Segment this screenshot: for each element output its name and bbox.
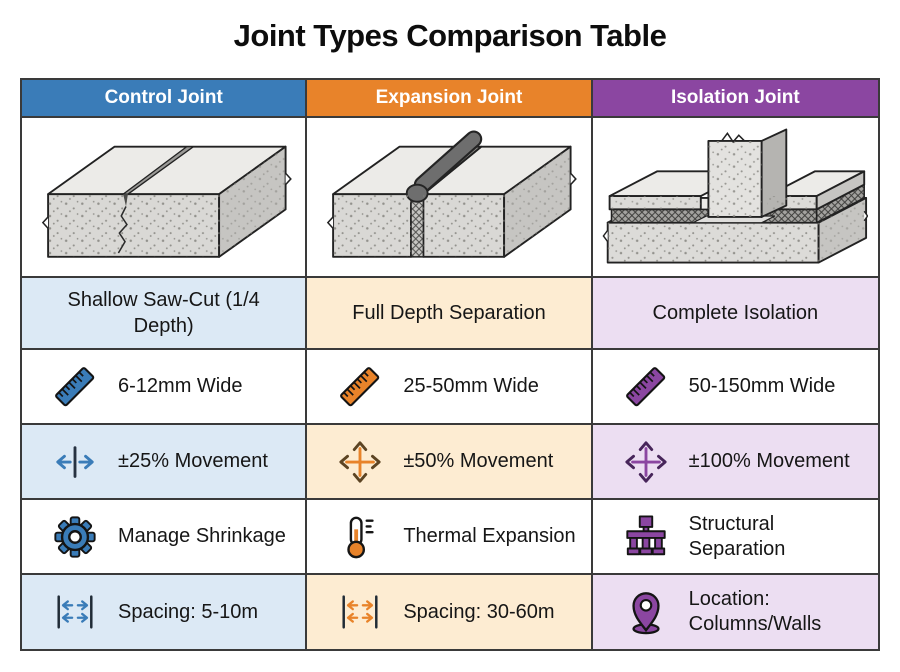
control-movement-cell: ±25% Movement [22,425,308,500]
gear-icon [54,515,96,558]
move-4way-icon [625,440,667,483]
expansion-function-cell: Thermal Expansion [307,500,593,575]
width-text: 50-150mm Wide [688,375,836,397]
movement-text: ±25% Movement [118,450,268,472]
move-horizontal-icon [56,445,94,478]
location-text: Location: Columns/Walls [688,588,822,635]
location-pin-icon [632,592,660,635]
joint-types-table: Control Joint Expansion Joint Isolation … [20,78,880,651]
structure-foundation-icon [626,514,666,555]
header-expansion-joint: Expansion Joint [307,80,593,118]
column-isolation-slab-diagram [602,128,869,264]
isolation-location-cell: Location: Columns/Walls [592,575,878,649]
expansion-spacing-cell: Spacing: 30-60m [307,575,593,649]
spacing-text: Spacing: 5-10m [118,600,259,623]
isolation-joint-illustration [592,118,878,278]
description-text: Complete Isolation [652,302,819,324]
ruler-icon [340,366,380,406]
expansion-width-cell: 25-50mm Wide [307,350,593,425]
header-label: Control Joint [104,87,223,108]
full-depth-sealant-slab-diagram [326,130,577,258]
control-spacing-cell: Spacing: 5-10m [22,575,308,649]
ruler-icon [625,366,665,406]
function-text: Structural Separation [688,512,786,560]
expansion-movement-cell: ±50% Movement [307,425,593,500]
thermometer-icon [347,516,374,558]
spacing-range-icon [57,595,93,629]
description-text: Shallow Saw-Cut (1/4 Depth) [67,289,260,337]
header-isolation-joint: Isolation Joint [592,80,878,118]
ruler-icon [55,366,95,406]
move-4way-icon [339,440,381,483]
header-label: Expansion Joint [375,87,523,108]
movement-text: ±50% Movement [403,450,554,472]
function-text: Thermal Expansion [403,525,576,547]
sawcut-crack-slab-diagram [41,145,292,258]
control-description-cell: Shallow Saw-Cut (1/4 Depth) [22,278,308,350]
control-joint-illustration [22,118,308,278]
isolation-width-cell: 50-150mm Wide [592,350,878,425]
isolation-function-cell: Structural Separation [592,500,878,575]
width-text: 6-12mm Wide [118,375,243,397]
expansion-description-cell: Full Depth Separation [307,278,593,350]
header-control-joint: Control Joint [22,80,308,118]
width-text: 25-50mm Wide [403,375,539,397]
page-title: Joint Types Comparison Table [233,18,667,53]
isolation-movement-cell: ±100% Movement [592,425,878,500]
description-text: Full Depth Separation [352,302,546,324]
control-width-cell: 6-12mm Wide [22,350,308,425]
movement-text: ±100% Movement [688,450,850,472]
spacing-text: Spacing: 30-60m [403,600,555,623]
isolation-description-cell: Complete Isolation [592,278,878,350]
header-label: Isolation Joint [670,87,800,108]
expansion-joint-illustration [307,118,593,278]
spacing-range-icon [342,595,378,629]
control-function-cell: Manage Shrinkage [22,500,308,575]
function-text: Manage Shrinkage [118,525,286,547]
